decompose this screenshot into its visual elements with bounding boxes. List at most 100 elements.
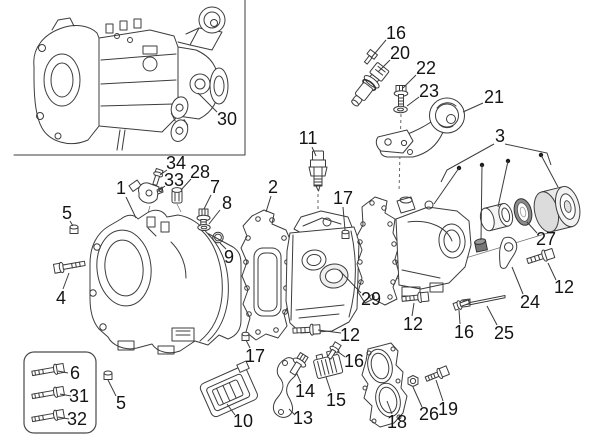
leader-line	[480, 164, 483, 241]
bolt-14-drawing	[289, 352, 309, 376]
plug-5-lower-drawing	[103, 370, 113, 380]
leader-line	[57, 370, 69, 374]
leader-line	[342, 206, 346, 231]
leader-line	[526, 221, 538, 234]
callout-15: 15	[325, 390, 347, 410]
leader-line	[159, 169, 168, 176]
leader-line	[57, 416, 70, 420]
leader-line	[402, 74, 417, 89]
switch-11-drawing	[308, 150, 328, 192]
leader-line	[504, 143, 552, 166]
callout-17: 17	[244, 346, 266, 366]
retainer-24-drawing	[499, 236, 518, 269]
leader-line	[486, 305, 498, 326]
leader-line	[208, 209, 221, 225]
leader-line	[406, 96, 420, 107]
callout-26: 26	[418, 404, 440, 424]
screw-16-mid-drawing	[326, 341, 342, 360]
callout-4: 4	[55, 288, 67, 308]
intermediate-plate-2-drawing	[240, 209, 293, 341]
callout-10: 10	[232, 411, 254, 431]
callout-22: 22	[415, 58, 437, 78]
callout-30: 30	[216, 109, 238, 129]
callout-27: 27	[535, 229, 557, 249]
callout-19: 19	[437, 399, 459, 419]
leader-line	[265, 195, 272, 213]
leader-line	[288, 408, 296, 416]
leader-line	[411, 302, 415, 317]
bolt-12-right-drawing	[526, 248, 556, 265]
washer-23-drawing	[393, 105, 408, 114]
leader-line	[219, 242, 227, 250]
bolt-4-drawing	[52, 260, 86, 274]
plate-15-drawing	[313, 349, 344, 379]
callout-12: 12	[402, 314, 424, 334]
bolt-7-drawing	[196, 208, 211, 229]
callout-12: 12	[339, 325, 361, 345]
breather-28-drawing	[171, 187, 183, 204]
leader-line	[69, 220, 74, 227]
callout-32: 32	[66, 409, 88, 429]
leader-line	[547, 262, 557, 281]
leader-line	[338, 269, 362, 294]
callout-17: 17	[332, 188, 354, 208]
plug-5-upper-drawing	[69, 224, 79, 234]
callout-8: 8	[221, 193, 233, 213]
leader-line	[377, 59, 391, 73]
callout-14: 14	[294, 381, 316, 401]
callout-3: 3	[494, 126, 506, 146]
oring-9-drawing	[212, 231, 224, 244]
nut-26-drawing	[407, 375, 419, 387]
callout-21: 21	[483, 87, 505, 107]
leader-line	[497, 160, 509, 208]
inset-box	[13, 0, 246, 156]
clutch-housing-1-drawing	[89, 209, 242, 355]
bolt-22-drawing	[393, 85, 409, 108]
bolt-22-centerline	[398, 113, 402, 193]
leader-line	[336, 350, 346, 358]
bearing-3-drawing	[533, 185, 581, 233]
callout-5: 5	[115, 393, 127, 413]
cover-10-drawing	[199, 360, 258, 418]
bolt-31-drawing	[31, 385, 66, 400]
leader-line	[435, 379, 444, 402]
leader-line	[458, 309, 461, 325]
bolt-6-drawing	[31, 362, 66, 377]
callout-20: 20	[389, 43, 411, 63]
leader-line	[412, 386, 423, 408]
leader-line	[440, 143, 495, 183]
leader-line	[107, 379, 117, 397]
callout-28: 28	[189, 162, 211, 182]
callout-34: 34	[165, 153, 187, 173]
gear-housing-29-drawing	[285, 210, 360, 334]
callout-5: 5	[61, 203, 73, 223]
bolt-19-drawing	[424, 365, 450, 382]
leader-line	[317, 329, 342, 334]
callout-16: 16	[343, 351, 365, 371]
leader-line	[311, 146, 317, 157]
leader-line	[180, 178, 192, 191]
diff-housing-drawing	[356, 196, 472, 306]
callout-31: 31	[68, 386, 90, 406]
callout-12: 12	[553, 277, 575, 297]
bolt-12-mid-drawing	[401, 291, 430, 304]
plug-17-lower-drawing	[241, 331, 250, 341]
leader-line	[125, 196, 137, 219]
screw-16-top-drawing	[363, 48, 378, 65]
leader-line	[433, 167, 460, 205]
callout-6: 6	[69, 363, 81, 383]
leader-line	[203, 194, 212, 210]
assembly-30-drawing	[33, 6, 229, 151]
seal-27-drawing	[513, 198, 533, 226]
callout-16: 16	[453, 322, 475, 342]
plug-17-upper-drawing	[341, 229, 350, 239]
callout-33: 33	[163, 170, 185, 190]
leader-line	[62, 272, 70, 290]
leader-line	[540, 154, 559, 188]
plug-3-drawing	[473, 238, 489, 253]
engine-mount-21-drawing	[375, 97, 465, 158]
fastener-box-drawing	[23, 351, 97, 434]
bolt-12-left-drawing	[292, 323, 321, 336]
